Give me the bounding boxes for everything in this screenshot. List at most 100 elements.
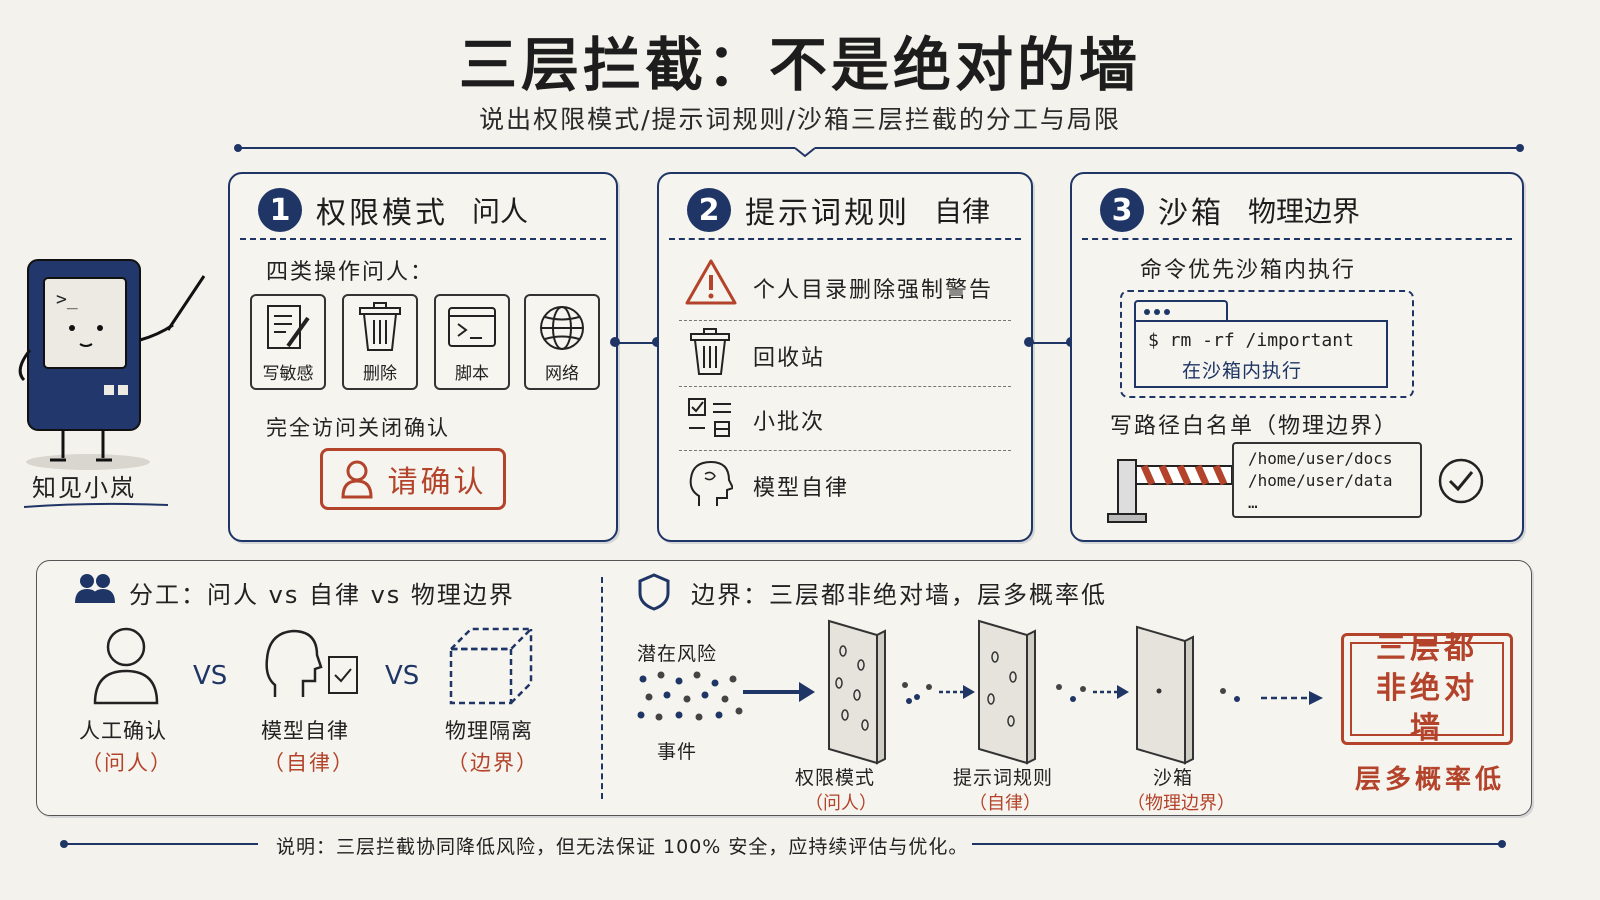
stamp-inner: 三层都非绝对墙 (1350, 631, 1504, 746)
panel-prompt-rules: 2 提示词规则 自律 个人目录删除强制警告 回收站 小批次 模型自律 (657, 172, 1033, 542)
head-checklist-icon (265, 629, 358, 697)
leak-arrow-icon (1056, 684, 1129, 702)
wall-permission-icon (828, 619, 886, 765)
op-card-delete: 删除 (342, 294, 418, 390)
panel1-note: 完全访问关闭确认 (266, 416, 450, 440)
panel2-divider (669, 238, 1021, 240)
svg-text:>_: >_ (56, 289, 78, 310)
panel2-header: 2 提示词规则 自律 (687, 188, 990, 232)
connector-dot (610, 337, 620, 347)
confirm-button-label: 请确认 (387, 465, 487, 500)
rule-divider (679, 386, 1011, 387)
rule-item-label: 个人目录删除强制警告 (753, 278, 994, 303)
rule-item-label: 回收站 (753, 346, 826, 371)
panel1-divider (240, 238, 606, 240)
terminal-icon (448, 307, 496, 347)
panel-permission-mode: 1 权限模式 问人 四类操作问人： 写敏感 删除 脚本 (228, 172, 618, 542)
division-item-tag: （问人） (81, 751, 173, 775)
terminal-command: $ rm -rf /important (1148, 330, 1354, 351)
terminal-note: 在沙箱内执行 (1182, 360, 1303, 382)
mascot-underline (23, 502, 169, 508)
trash-icon (359, 302, 401, 351)
risk-particles-icon (637, 671, 743, 721)
sandbox-boundary: $ rm -rf /important 在沙箱内执行 (1120, 290, 1414, 398)
stamp-text: 三层都非绝对墙 (1376, 631, 1478, 746)
rule-item-label: 小批次 (753, 410, 826, 435)
arrow-right-icon (743, 682, 815, 702)
page-title: 三层拦截：不是绝对的墙 (458, 31, 1141, 99)
mascot: >_ 知见小岚 (8, 250, 208, 520)
terminal-tab (1134, 300, 1228, 322)
risk-label: 潜在风险 (637, 643, 718, 665)
division-item-label: 物理隔离 (445, 719, 533, 743)
terminal-window: $ rm -rf /important 在沙箱内执行 (1134, 320, 1388, 388)
panel3-number: 3 (1100, 188, 1144, 232)
wall-label: 提示词规则 (953, 767, 1054, 789)
op-card-write-sensitive: 写敏感 (250, 294, 326, 390)
head-icon (689, 460, 733, 506)
whitelist-path: … (1248, 493, 1258, 512)
division-item-tag: （边界） (447, 751, 539, 775)
panel1-number: 1 (258, 188, 302, 232)
users-icon (75, 574, 115, 603)
wall-tag: （自律） (969, 793, 1041, 814)
panel3-intro: 命令优先沙箱内执行 (1140, 258, 1357, 283)
connector-dot (1024, 337, 1034, 347)
confirm-button[interactable]: 请确认 (320, 448, 506, 510)
vs-label: VS (193, 661, 228, 691)
barrier-gate-icon (1107, 459, 1233, 523)
footer-note: 说明：三层拦截协同降低风险，但无法保证 100% 安全，应持续评估与优化。 (272, 832, 973, 859)
panel2-title: 提示词规则 (745, 196, 910, 231)
whitelist-label: 写路径白名单（物理边界） (1110, 414, 1399, 439)
rule-divider (679, 320, 1011, 321)
boundary-header: 边界：三层都非绝对墙，层多概率低 (691, 581, 1107, 609)
panel2-subtitle: 自律 (934, 195, 991, 228)
connector-2-3 (1029, 342, 1071, 344)
bottom-divider (601, 577, 603, 799)
panel3-divider (1082, 238, 1512, 240)
panel2-number: 2 (687, 188, 731, 232)
residual-arrow-icon (1220, 688, 1323, 705)
warning-icon (685, 259, 737, 305)
checklist-icon (688, 398, 731, 437)
event-label: 事件 (657, 741, 698, 763)
conclusion-text: 层多概率低 (1355, 765, 1506, 795)
whitelist-box: /home/user/docs /home/user/data … (1232, 442, 1422, 518)
cube-icon (447, 627, 535, 705)
leak-arrow-icon (902, 682, 975, 704)
panel1-intro: 四类操作问人： (266, 260, 435, 285)
panel3-header: 3 沙箱 物理边界 (1100, 188, 1360, 232)
panel3-title: 沙箱 (1158, 196, 1224, 231)
person-icon (93, 627, 159, 705)
shield-icon (638, 573, 670, 611)
op-label: 删除 (363, 364, 397, 384)
footer-line (60, 840, 1506, 848)
division-item-tag: （自律） (263, 751, 355, 775)
mascot-robot-icon: >_ (18, 259, 206, 470)
wall-prompt-icon (978, 619, 1036, 765)
whitelist-path: /home/user/docs (1248, 449, 1393, 468)
division-header: 分工：问人 vs 自律 vs 物理边界 (129, 581, 515, 609)
connector-1-2 (614, 342, 658, 344)
stamp: 三层都非绝对墙 (1341, 631, 1513, 746)
division-item-label: 模型自律 (261, 719, 349, 743)
rule-divider (679, 450, 1011, 451)
bottom-panel: 分工：问人 vs 自律 vs 物理边界 人工确认 （问人） VS 模型自律 （自… (36, 560, 1532, 816)
op-card-network: 网络 (524, 294, 600, 390)
title-divider (234, 144, 1524, 158)
wall-tag: （问人） (805, 793, 877, 814)
panel1-subtitle: 问人 (472, 195, 529, 228)
window-dots-icon (1144, 309, 1170, 315)
panel3-subtitle: 物理边界 (1248, 195, 1361, 228)
wall-sandbox-icon (1136, 625, 1194, 765)
op-card-script: 脚本 (434, 294, 510, 390)
op-label: 网络 (545, 364, 579, 384)
edit-document-icon (267, 305, 310, 349)
op-label: 写敏感 (262, 364, 314, 384)
panel1-title: 权限模式 (316, 196, 448, 231)
mascot-name: 知见小岚 (32, 474, 136, 502)
division-item-label: 人工确认 (79, 719, 167, 743)
user-icon (340, 460, 373, 499)
trash-icon (690, 328, 730, 375)
wall-label: 沙箱 (1153, 767, 1194, 789)
